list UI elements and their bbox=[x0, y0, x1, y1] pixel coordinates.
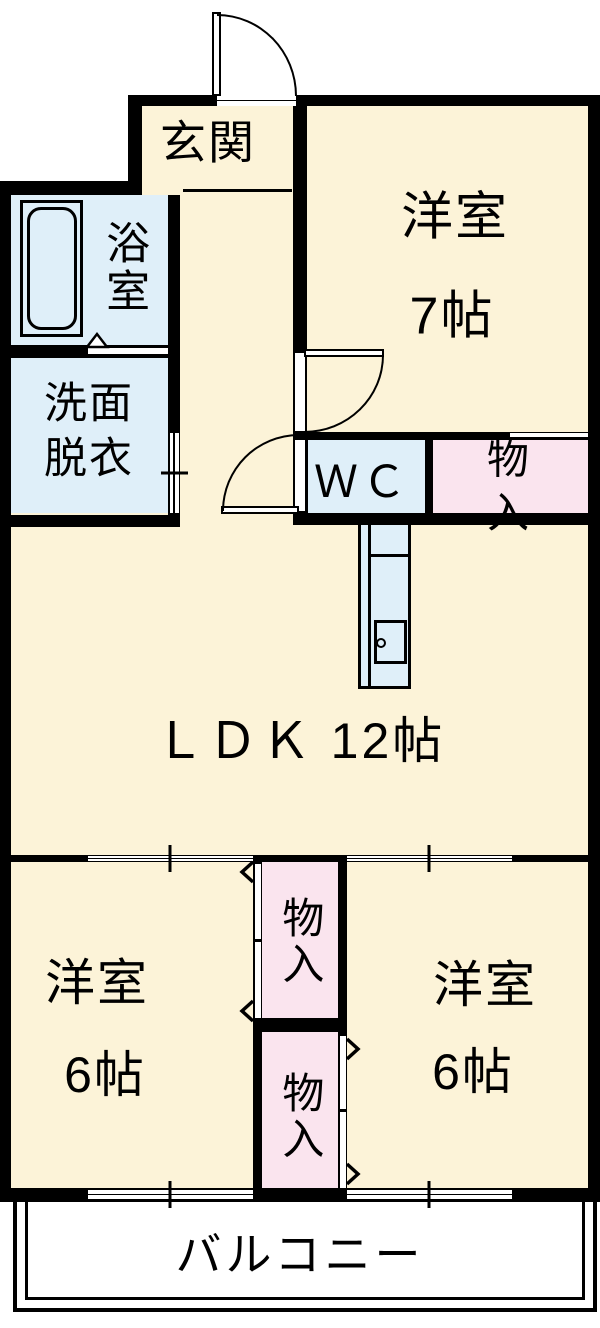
ldk-left-sliding-line bbox=[88, 857, 253, 860]
ldk-label: ＬＤＫ 12帖 bbox=[154, 713, 446, 769]
ldk-floor bbox=[11, 513, 588, 855]
balcony-label: バルコニー bbox=[175, 1228, 425, 1281]
wall-wc-bottom bbox=[293, 513, 600, 525]
wc-label: ＷＣ bbox=[314, 457, 410, 507]
western7-size-label: 7帖 bbox=[409, 287, 495, 346]
closet-top-label: 物入 bbox=[276, 896, 324, 988]
washroom-label: 洗面 脱衣 bbox=[44, 379, 134, 483]
western7-label: 洋室 bbox=[400, 188, 510, 247]
ldk-right-sliding-line bbox=[347, 857, 512, 860]
kitchen-counter-icon bbox=[358, 521, 411, 689]
closet-bottom-floor bbox=[262, 1032, 338, 1188]
storage-hall-floor bbox=[433, 440, 588, 515]
balcony-area bbox=[13, 1202, 597, 1312]
wall-closet-mid bbox=[253, 1018, 347, 1032]
wall-left bbox=[0, 181, 11, 1202]
closet-bottom-label: 物入 bbox=[276, 1071, 324, 1163]
wall-top bbox=[128, 95, 600, 106]
western6-left-size-label: 6帖 bbox=[64, 1047, 146, 1103]
western6-right-floor bbox=[347, 862, 588, 1188]
kitchen-faucet-icon bbox=[376, 638, 386, 648]
wc-floor bbox=[308, 440, 425, 515]
western6-left-label: 洋室 bbox=[45, 955, 149, 1011]
bathtub-icon bbox=[20, 200, 83, 337]
wall-topleft-v bbox=[128, 95, 142, 195]
balcony-left-window-line bbox=[88, 1193, 253, 1196]
wall-wc-storage bbox=[425, 440, 433, 515]
entrance-sill-line bbox=[217, 99, 296, 102]
closet-bottom-door bbox=[340, 1036, 346, 1188]
bath-door-opening bbox=[88, 348, 168, 354]
wall-western7-bottom bbox=[293, 432, 600, 440]
kitchen-divider-vline bbox=[368, 524, 371, 686]
entrance-door-arc bbox=[217, 14, 297, 96]
western6-left-floor bbox=[11, 862, 253, 1188]
wall-bath-top bbox=[0, 181, 142, 195]
entrance-step-line bbox=[183, 189, 292, 192]
storage-hall-label: 物入 bbox=[486, 435, 535, 536]
western6-right-size-label: 6帖 bbox=[432, 1044, 514, 1100]
wall-right bbox=[588, 95, 600, 1202]
bath-label: 浴室 bbox=[99, 220, 149, 316]
bathtub-inner-icon bbox=[27, 207, 77, 330]
wall-ldk-bottom bbox=[0, 855, 600, 862]
western6-right-label: 洋室 bbox=[433, 957, 537, 1013]
genkan-label: 玄関 bbox=[160, 116, 256, 169]
washroom-sliding-door-line bbox=[173, 433, 175, 513]
kitchen-sink-icon bbox=[374, 620, 407, 664]
kitchen-divider-hline bbox=[371, 554, 408, 557]
wc-door-opening bbox=[295, 440, 305, 511]
balcony-right-window-line2 bbox=[347, 1193, 512, 1196]
storage-hall-sliding-opening bbox=[510, 432, 588, 437]
closet-top-floor bbox=[262, 862, 338, 1018]
closet-bottom-door-mid bbox=[340, 1109, 346, 1112]
closet-top-door-mid bbox=[254, 939, 261, 942]
balcony-inner-rail bbox=[25, 1202, 585, 1300]
washroom-floor bbox=[11, 358, 168, 515]
wall-washroom-bottom bbox=[0, 515, 180, 527]
western7-door-opening bbox=[295, 353, 305, 431]
